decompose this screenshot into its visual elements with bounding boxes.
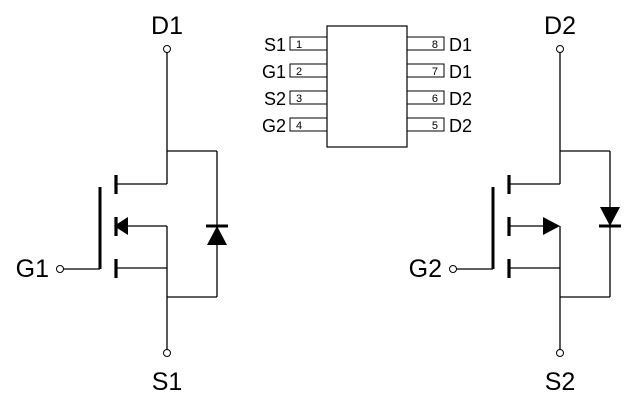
pin-6-name: D2 xyxy=(449,89,472,109)
pin-4-number: 4 xyxy=(296,120,302,132)
left-mosfet: D1 S1 G1 xyxy=(16,12,228,396)
package-pin-3: S2 3 xyxy=(264,89,328,109)
right-gate-terminal xyxy=(449,265,457,273)
right-drain-terminal xyxy=(556,45,564,53)
pin-2-number: 2 xyxy=(296,66,302,78)
package-pin-8: 8 D1 xyxy=(406,35,472,55)
pin-2-name: G1 xyxy=(262,62,286,82)
pin-1-name: S1 xyxy=(264,35,286,55)
package-pin-2: G1 2 xyxy=(262,62,328,82)
left-gate-terminal xyxy=(56,265,64,273)
pin-8-name: D1 xyxy=(449,35,472,55)
right-source-label: S2 xyxy=(545,368,576,396)
pin-7-name: D1 xyxy=(449,62,472,82)
right-drain-label: D2 xyxy=(544,12,576,40)
package-pin-5: 5 D2 xyxy=(406,116,472,136)
right-gate-label: G2 xyxy=(409,255,442,283)
package-diagram: S1 1 G1 2 S2 3 G2 4 8 D1 7 D1 xyxy=(262,25,472,148)
left-drain-label: D1 xyxy=(151,12,183,40)
pin-4-name: G2 xyxy=(262,116,286,136)
right-source-terminal xyxy=(556,349,564,357)
left-source-terminal xyxy=(163,349,171,357)
left-body-arrow-icon xyxy=(114,217,128,235)
package-pin-1: S1 1 xyxy=(264,35,328,55)
package-pin-6: 6 D2 xyxy=(406,89,472,109)
pin-7-number: 7 xyxy=(432,66,438,78)
pin-5-number: 5 xyxy=(432,120,438,132)
right-mosfet: D2 S2 G2 xyxy=(409,12,621,396)
pin-5-name: D2 xyxy=(449,116,472,136)
left-source-label: S1 xyxy=(152,368,183,396)
pin-1-number: 1 xyxy=(296,39,302,51)
left-body-diode-icon xyxy=(206,224,228,245)
pin-3-number: 3 xyxy=(296,93,302,105)
left-drain-terminal xyxy=(163,45,171,53)
package-body xyxy=(326,25,408,148)
right-body-arrow-icon xyxy=(543,217,560,235)
package-pin-7: 7 D1 xyxy=(406,62,472,82)
pin-3-name: S2 xyxy=(264,89,286,109)
pin-8-number: 8 xyxy=(432,39,438,51)
left-mosfet-wiring xyxy=(63,52,218,350)
right-body-diode-icon xyxy=(599,207,621,228)
pin-6-number: 6 xyxy=(432,93,438,105)
left-gate-label: G1 xyxy=(16,255,49,283)
package-pin-4: G2 4 xyxy=(262,116,328,136)
right-mosfet-wiring xyxy=(456,52,611,350)
